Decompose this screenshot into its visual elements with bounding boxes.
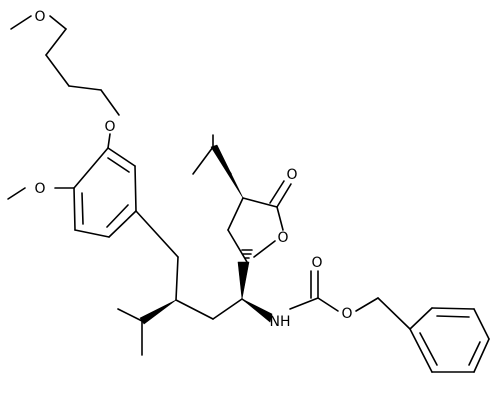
bond	[45, 28, 67, 56]
atom-label-o: O	[311, 255, 322, 271]
bond	[473, 308, 490, 340]
atom-labels: O O O O O NH O O	[34, 9, 352, 330]
bonds	[7, 15, 490, 373]
bond	[74, 229, 110, 238]
atom-label-o: O	[34, 9, 45, 25]
bond	[253, 240, 276, 258]
bond	[409, 328, 433, 373]
atom-label-o: O	[34, 181, 45, 197]
atom-label-o: O	[104, 119, 115, 135]
bond	[175, 256, 179, 301]
bond	[68, 85, 102, 91]
bond	[419, 332, 438, 366]
bond	[135, 210, 179, 258]
bond	[473, 338, 490, 373]
bond	[117, 308, 143, 322]
bond	[468, 341, 481, 366]
bond	[212, 298, 243, 320]
bond	[45, 54, 70, 87]
bond	[227, 197, 244, 231]
bond	[436, 315, 470, 318]
bond	[242, 197, 278, 208]
bond	[81, 192, 84, 225]
wedge-bond	[241, 298, 273, 323]
bond	[269, 180, 285, 204]
bond	[107, 133, 111, 149]
wedge-bond	[237, 261, 250, 300]
bond	[106, 204, 129, 228]
bond	[431, 307, 475, 310]
hashed-stereo-bond	[241, 249, 253, 259]
wedge-bond	[139, 299, 177, 325]
atom-label-o: O	[277, 230, 288, 246]
bond	[107, 157, 130, 173]
bond	[73, 187, 76, 231]
atom-label-nh: NH	[270, 314, 291, 330]
bond	[107, 147, 136, 167]
bond	[377, 297, 411, 330]
bond	[276, 206, 284, 231]
bond	[175, 299, 214, 320]
stereo-wedges	[139, 144, 273, 325]
bond	[7, 187, 26, 200]
bond	[73, 147, 109, 189]
bond	[192, 146, 214, 175]
wedge-bond	[210, 144, 244, 199]
bond	[100, 89, 120, 116]
bond	[276, 183, 292, 208]
bond	[10, 15, 32, 30]
bond	[108, 210, 137, 238]
bond	[355, 297, 379, 312]
bond	[317, 297, 339, 312]
bond	[227, 229, 248, 263]
bond	[49, 15, 67, 30]
bond	[409, 307, 433, 330]
atom-label-o: O	[286, 167, 297, 183]
atom-label-o: O	[341, 306, 352, 322]
bond	[134, 165, 137, 212]
bond	[289, 297, 319, 310]
